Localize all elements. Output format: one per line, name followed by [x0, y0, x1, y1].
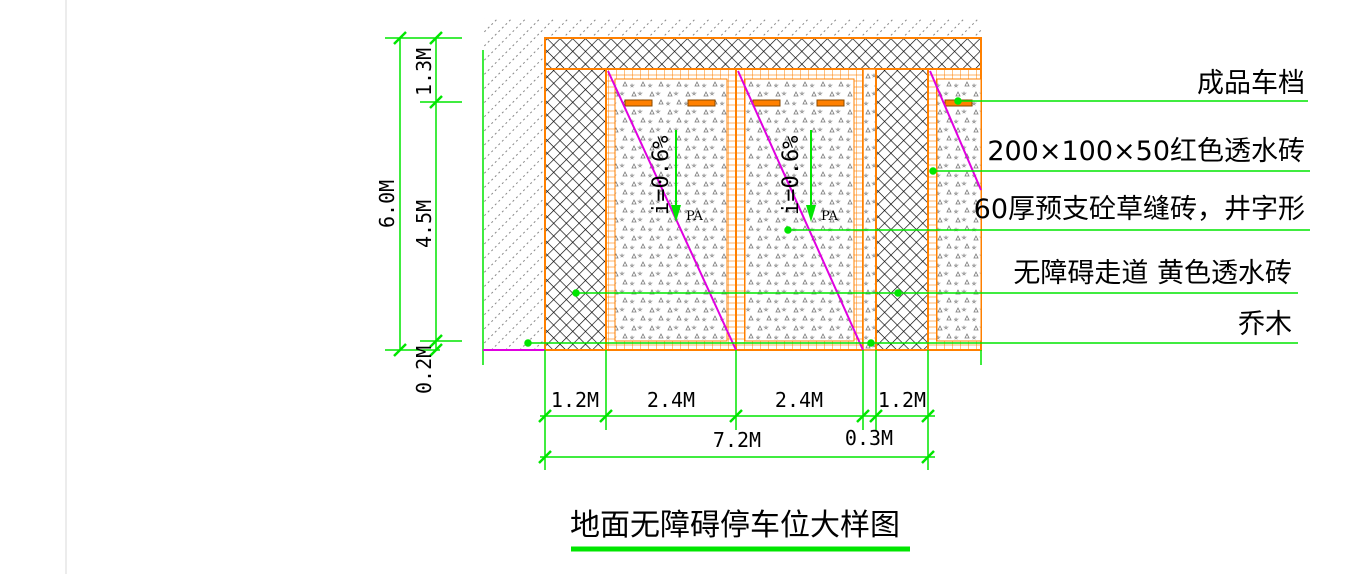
right-walkway [875, 68, 929, 351]
slope-annotation-1: i=0.6% PA [649, 130, 704, 224]
slope-arrow-icon [806, 205, 816, 222]
top-band [544, 37, 982, 70]
soil-hatch [482, 18, 982, 365]
drawing-title: 地面无障碍停车位大样图 [570, 508, 900, 543]
parking-bay-3 [927, 68, 982, 351]
callout-accessible-path: 无障碍走道 黄色透水砖 [1013, 258, 1292, 289]
dim-middle-height: 4.5M [412, 200, 436, 248]
slope-marker: PA [686, 209, 704, 224]
dim-right-walkway: 1.2M [878, 388, 926, 412]
slope-arrow-icon [671, 205, 681, 222]
dim-top-height: 1.3M [412, 48, 436, 96]
dim-total-height: 6.0M [375, 180, 399, 228]
dim-bottom-height: 0.2M [412, 346, 436, 394]
vertical-dimensions [385, 31, 462, 357]
dim-left-walkway: 1.2M [551, 388, 599, 412]
left-walkway [544, 68, 607, 351]
callout-grass-paver: 60厚预支砼草缝砖，井字形 [974, 194, 1305, 225]
slope-lines [483, 70, 982, 351]
dim-bay-2: 2.4M [775, 388, 823, 412]
dim-total-width: 7.2M [713, 428, 761, 452]
gap-strip [862, 68, 877, 351]
callout-red-paver: 200×100×50红色透水砖 [987, 136, 1305, 167]
callout-labels: 成品车档 200×100×50红色透水砖 60厚预支砼草缝砖，井字形 无障碍走道… [974, 68, 1305, 340]
horizontal-dim-labels: 1.2M 2.4M 2.4M 1.2M 0.3M 7.2M [551, 388, 926, 452]
vertical-dim-labels: 6.0M 1.3M 4.5M 0.2M [375, 48, 436, 394]
dim-bay-1: 2.4M [647, 388, 695, 412]
dim-gap: 0.3M [845, 426, 893, 450]
slope-annotation-2: i=0.6% PA [779, 130, 839, 224]
horizontal-dimensions [538, 350, 982, 470]
callout-wheel-stop: 成品车档 [1197, 68, 1305, 99]
leader-lines [524, 97, 1310, 347]
slope-marker: PA [821, 209, 839, 224]
slope-label: i=0.6% [779, 136, 804, 215]
callout-tree: 乔木 [1238, 309, 1292, 340]
slope-label: i=0.6% [649, 136, 674, 215]
drawing-title-block: 地面无障碍停车位大样图 [570, 508, 910, 552]
